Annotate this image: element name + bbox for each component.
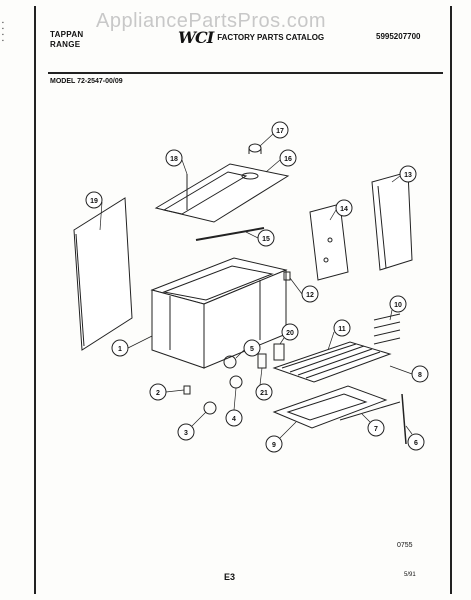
- part-11-rack: [272, 341, 392, 383]
- svg-text:12: 12: [306, 292, 314, 299]
- part-12-clip: [283, 271, 291, 281]
- svg-text:9: 9: [272, 442, 276, 449]
- svg-text:19: 19: [90, 198, 98, 205]
- callout-1: 1: [111, 339, 129, 357]
- part-4-knob: [229, 375, 243, 389]
- callout-8: 8: [411, 365, 429, 383]
- callout-5: 5: [243, 339, 261, 357]
- svg-text:11: 11: [338, 326, 346, 333]
- callout-20: 20: [281, 323, 299, 341]
- leader-lines: [99, 133, 413, 439]
- part-15-rail: [195, 227, 265, 241]
- part-9-broiler-pan: [272, 385, 388, 429]
- diagram-code: 0755: [397, 542, 413, 549]
- svg-text:3: 3: [184, 430, 188, 437]
- side-scan-marks: ▪▪▪▪: [2, 20, 4, 44]
- callout-labels: 19 18 17 16 15 14 13 12 10 11 20 1 5 8 2…: [85, 121, 429, 453]
- svg-text:2: 2: [156, 390, 160, 397]
- callout-15: 15: [257, 229, 275, 247]
- part-14-back-bracket: [309, 203, 349, 281]
- part-17-cap: [248, 143, 262, 154]
- header-divider: [48, 72, 443, 74]
- callout-14: 14: [335, 199, 353, 217]
- callout-4: 4: [225, 409, 243, 427]
- svg-text:20: 20: [286, 330, 294, 337]
- svg-text:10: 10: [394, 302, 402, 309]
- page-frame: [34, 6, 452, 594]
- svg-text:8: 8: [418, 372, 422, 379]
- callout-18: 18: [165, 149, 183, 167]
- svg-text:15: 15: [262, 236, 270, 243]
- callout-6: 6: [407, 433, 425, 451]
- svg-text:1: 1: [118, 346, 122, 353]
- svg-text:5: 5: [250, 346, 254, 353]
- part-16-top-panel: [154, 163, 290, 223]
- callout-19: 19: [85, 191, 103, 209]
- callout-2: 2: [149, 383, 167, 401]
- exploded-parts-diagram: 19 18 17 16 15 14 13 12 10 11 20 1 5 8 2…: [73, 121, 429, 453]
- callout-16: 16: [279, 149, 297, 167]
- model-number: MODEL 72-2547-00/09: [50, 78, 123, 85]
- product-type: RANGE: [50, 40, 81, 49]
- svg-text:7: 7: [374, 426, 378, 433]
- callout-11: 11: [333, 319, 351, 337]
- part-10-rack-supports: [373, 313, 401, 345]
- part-21-bracket: [257, 353, 267, 369]
- callout-7: 7: [367, 419, 385, 437]
- callout-13: 13: [399, 165, 417, 183]
- part-2-clip: [183, 385, 191, 395]
- part-13-back-panel: [371, 171, 413, 271]
- catalog-header: WCI FACTORY PARTS CATALOG: [178, 28, 324, 47]
- part-7-rail: [339, 401, 401, 421]
- catalog-number: 5995207700: [376, 32, 421, 41]
- callout-3: 3: [177, 423, 195, 441]
- part-1-cabinet: [150, 257, 288, 369]
- svg-text:16: 16: [284, 156, 292, 163]
- callout-12: 12: [301, 285, 319, 303]
- callout-9: 9: [265, 435, 283, 453]
- page-number: E3: [224, 572, 236, 582]
- wci-logo: WCI: [178, 28, 214, 47]
- part-5-knob: [223, 355, 237, 369]
- svg-text:21: 21: [260, 390, 268, 397]
- brand-block: TAPPAN RANGE: [50, 30, 84, 50]
- svg-text:17: 17: [276, 128, 284, 135]
- svg-text:6: 6: [414, 440, 418, 447]
- part-19-side-panel: [73, 197, 133, 351]
- brand-name: TAPPAN: [50, 30, 84, 39]
- revision-date: 5/91: [404, 572, 416, 578]
- catalog-title: FACTORY PARTS CATALOG: [217, 33, 325, 42]
- svg-text:18: 18: [170, 156, 178, 163]
- part-20-bracket: [273, 343, 285, 361]
- part-6-rod: [401, 393, 407, 445]
- watermark: AppliancePartsPros.com: [96, 10, 326, 32]
- svg-text:4: 4: [232, 416, 236, 423]
- svg-text:13: 13: [404, 172, 412, 179]
- svg-text:14: 14: [340, 206, 348, 213]
- callout-17: 17: [271, 121, 289, 139]
- callout-21: 21: [255, 383, 273, 401]
- callout-10: 10: [389, 295, 407, 313]
- part-3-knob: [203, 401, 217, 415]
